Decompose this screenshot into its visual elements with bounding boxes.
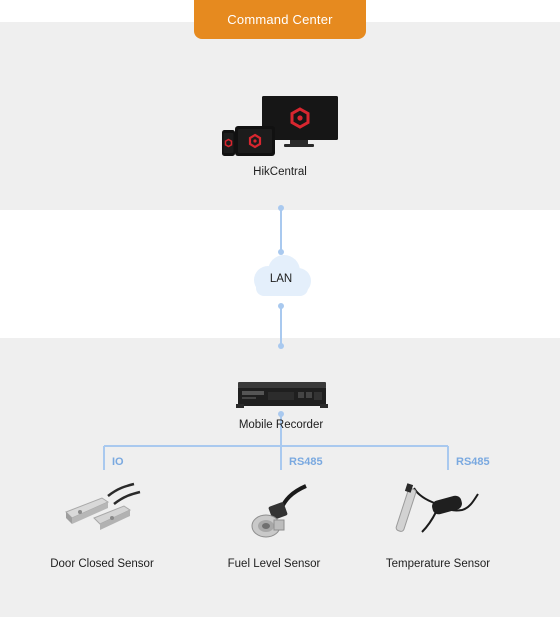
command-center-label: Command Center	[227, 12, 333, 27]
fuel-level-sensor-icon	[251, 484, 307, 538]
mobile-recorder-label: Mobile Recorder	[238, 419, 324, 431]
door-closed-sensor-label: Door Closed Sensor	[50, 558, 154, 570]
command-center-tab: Command Center	[194, 0, 366, 39]
temperature-sensor-icon	[395, 483, 479, 533]
hikcentral-label: HikCentral	[253, 166, 307, 178]
lan-label: LAN	[269, 273, 293, 285]
monitor-tablet-phone-icon	[222, 96, 338, 156]
rs485-protocol-label-fuel: RS485	[289, 456, 323, 468]
cloud-icon	[254, 255, 311, 296]
mobile-recorder-icon	[236, 382, 328, 408]
io-protocol-label: IO	[112, 456, 124, 468]
rs485-protocol-label-temperature: RS485	[456, 456, 490, 468]
temperature-sensor-label: Temperature Sensor	[385, 558, 491, 570]
door-sensor-icon	[65, 482, 141, 530]
fuel-level-sensor-label: Fuel Level Sensor	[227, 558, 321, 570]
